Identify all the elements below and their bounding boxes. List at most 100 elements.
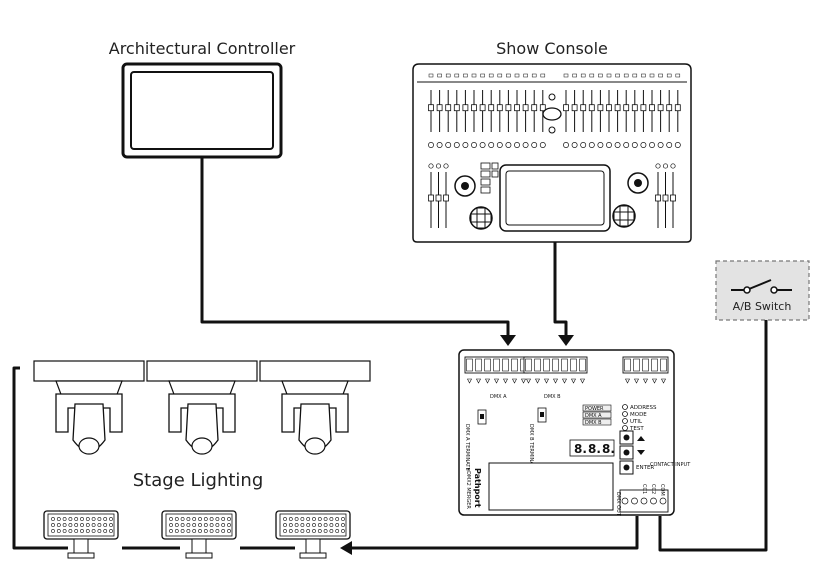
terminal-slot: [624, 358, 631, 372]
contact-terminal-label: CC1: [641, 484, 647, 494]
fixture-lens: [191, 437, 213, 455]
led-dot: [227, 529, 231, 533]
led-bar-bracket: [191, 538, 207, 554]
led-dot: [109, 523, 113, 527]
fixture-yoke: [55, 393, 123, 433]
fader-cap: [522, 104, 529, 112]
console-button: [614, 142, 621, 148]
wire-switch-to-contact: [658, 320, 768, 552]
terminal-marker: [512, 378, 517, 384]
fader-cap: [435, 194, 442, 202]
console-led: [506, 73, 511, 78]
console-led: [623, 73, 629, 78]
console-led: [563, 73, 569, 78]
wire-architectural-to-merger: [200, 157, 510, 337]
stage-lighting-label: Stage Lighting: [133, 470, 264, 491]
console-button: [462, 142, 469, 148]
terminal-slot: [475, 358, 482, 372]
led-dot: [288, 529, 293, 533]
console-led: [531, 73, 537, 78]
led-dot: [341, 523, 345, 527]
ab-switch-label: A/B Switch: [733, 300, 792, 313]
fader-cap: [443, 194, 449, 202]
led-dot: [288, 523, 293, 527]
led-dot: [300, 517, 305, 521]
fader-cap: [462, 104, 469, 112]
led-dot: [335, 529, 340, 533]
led-dot: [209, 529, 214, 533]
console-button: [662, 163, 669, 169]
led-dot: [306, 517, 311, 521]
dmx-b-label: DMX B: [544, 394, 561, 400]
terminal-marker: [467, 378, 472, 384]
led-bar-foot: [185, 552, 213, 559]
led-dot: [56, 517, 61, 521]
up-arrow-icon: [637, 436, 645, 441]
led-dot: [62, 529, 67, 533]
led-dot: [97, 523, 102, 527]
terminal-marker: [643, 378, 648, 384]
contact-terminal-label: COM: [659, 484, 665, 496]
fader-cap: [488, 104, 495, 112]
fader-cap: [445, 104, 452, 112]
fader-cap: [640, 104, 647, 112]
terminal-slot: [525, 358, 532, 372]
console-button: [640, 142, 647, 148]
wire-dmx-out: [352, 516, 639, 550]
console-button: [655, 163, 661, 169]
led-dot: [68, 529, 73, 533]
console-button: [471, 142, 477, 148]
wire-fixture-chain: [12, 366, 68, 550]
console-led: [514, 73, 520, 78]
fader-cap: [657, 104, 664, 112]
led-dot: [288, 517, 293, 521]
led-dot: [335, 517, 340, 521]
led-dot: [180, 523, 185, 527]
status-leds: POWER DMX A DMX B: [582, 404, 612, 426]
led-dot: [174, 517, 179, 521]
terminal-marker: [544, 378, 549, 384]
console-button: [666, 142, 673, 148]
terminal-marker: [571, 378, 576, 384]
led-dot: [180, 517, 185, 521]
led-dot: [323, 529, 328, 533]
wire-console-to-merger: [553, 242, 568, 337]
terminal-marker: [526, 378, 531, 384]
console-button: [657, 142, 664, 148]
led-dot: [312, 523, 316, 527]
led-dot: [97, 517, 102, 521]
console-led: [523, 73, 528, 78]
led-dot: [227, 523, 231, 527]
led-dot: [80, 529, 84, 533]
fader-cap: [614, 104, 621, 112]
svg-text:TEST: TEST: [629, 426, 644, 432]
enter-label: ENTER: [636, 465, 654, 471]
terminal-screw: [631, 497, 638, 505]
arrow-left-icon: [340, 541, 352, 555]
architectural-controller-label: Architectural Controller: [109, 39, 296, 58]
led-dot: [283, 523, 287, 527]
console-button: [649, 142, 655, 148]
terminal-screw: [640, 497, 648, 505]
led-dot: [312, 529, 316, 533]
console-led: [428, 73, 434, 78]
terminal-marker: [553, 378, 558, 384]
fader-cap: [505, 104, 512, 112]
terminal-slot: [552, 358, 559, 372]
fader-cap: [606, 104, 612, 112]
led-dot: [109, 517, 113, 521]
led-dot: [341, 529, 345, 533]
led-dot: [227, 517, 231, 521]
console-dpad: [612, 204, 636, 228]
console-button: [623, 142, 630, 148]
led-dot: [51, 523, 55, 527]
terminal-marker: [652, 378, 657, 384]
led-dot: [192, 517, 197, 521]
led-bar-fixtures: [43, 510, 351, 559]
led-dot: [91, 523, 96, 527]
led-dot: [51, 529, 55, 533]
terminal-marker: [562, 378, 567, 384]
led-dot: [103, 523, 108, 527]
led-dot: [198, 517, 202, 521]
terminal-slot: [502, 358, 509, 372]
